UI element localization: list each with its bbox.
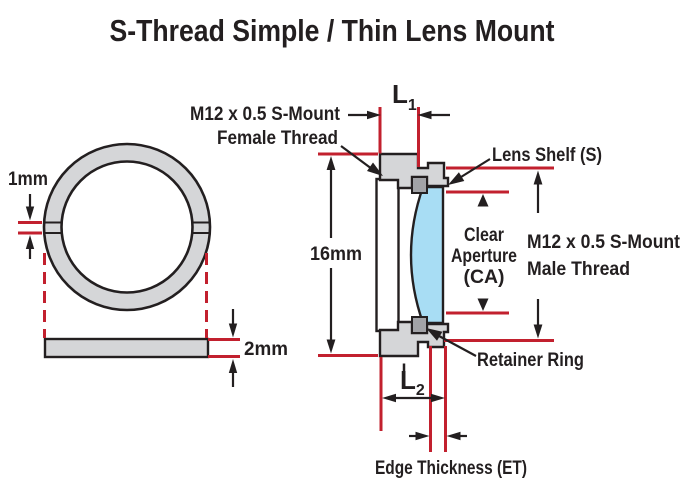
retainer-ring-section-bottom (411, 316, 428, 334)
ring-inner-circle (60, 160, 194, 294)
front-view (42, 142, 212, 359)
retainer-ring-leader-arrowhead (426, 328, 443, 341)
lens-shelf-leader (460, 158, 491, 178)
l1-arrowhead-right (417, 110, 432, 120)
l2-subscript: 2 (416, 382, 425, 399)
l1-dimension-label: L1 (392, 79, 417, 114)
clear-aperture-arrowhead-down (477, 298, 489, 311)
female-thread-leader-arrowhead (367, 162, 383, 176)
retainer-ring-leader (438, 335, 477, 357)
edge-thickness-label: Edge Thickness (ET) (375, 457, 527, 479)
clear-aperture-label-line3: (CA) (464, 266, 505, 288)
male-thread-arrowhead-down (533, 324, 543, 339)
labels: S-Thread Simple / Thin Lens Mount M12 x … (8, 13, 680, 479)
l1-arrowhead-left (367, 110, 381, 120)
height-dimension-label: 16mm (310, 243, 362, 265)
female-thread-label-line2: Female Thread (217, 127, 338, 149)
ring-thickness-label: 2mm (244, 338, 288, 360)
l2-base: L (400, 365, 416, 395)
female-thread-leader (340, 145, 373, 170)
l1-base: L (392, 79, 408, 109)
et-arrowhead-right (446, 431, 461, 441)
et-arrowhead-left (415, 431, 430, 441)
male-thread-arrowhead-up (533, 170, 543, 185)
clear-aperture-label-line2: Aperture (451, 245, 517, 267)
lens-shelf-label: Lens Shelf (S) (492, 144, 602, 166)
male-thread-label-line2: Male Thread (527, 258, 630, 280)
retainer-ring-label: Retainer Ring (477, 349, 584, 371)
l2-arrowhead-left (382, 393, 396, 403)
slot-width-label: 1mm (8, 168, 48, 190)
page-title: S-Thread Simple / Thin Lens Mount (110, 13, 555, 48)
ring-slot-marks (43, 221, 211, 234)
ring-side-view-bar (43, 337, 210, 359)
male-thread-label-line1: M12 x 0.5 S-Mount (527, 231, 680, 253)
height-arrowhead-up (326, 156, 336, 170)
thickness-arrowhead-up (228, 359, 238, 373)
lens (409, 185, 445, 325)
slot-arrowhead-down (25, 206, 35, 221)
lens-shelf-leader-arrowhead (448, 172, 465, 185)
barrel-female-thread-section (375, 177, 400, 333)
section-view (375, 152, 450, 373)
l2-dimension-label: L2 (400, 365, 425, 399)
female-thread-label-line1: M12 x 0.5 S-Mount (190, 103, 340, 125)
l2-arrowhead-right (431, 393, 445, 403)
clear-aperture-arrowhead-up (477, 194, 489, 207)
retainer-ring-section-top (411, 176, 428, 194)
arrow-heads (25, 110, 543, 441)
l1-subscript: 1 (408, 97, 417, 114)
clear-aperture-label-line1: Clear (464, 224, 504, 246)
mount-top-flange (378, 152, 450, 190)
height-arrowhead-down (326, 339, 336, 354)
thickness-arrowhead-down (228, 323, 238, 338)
slot-arrowhead-up (25, 235, 35, 249)
